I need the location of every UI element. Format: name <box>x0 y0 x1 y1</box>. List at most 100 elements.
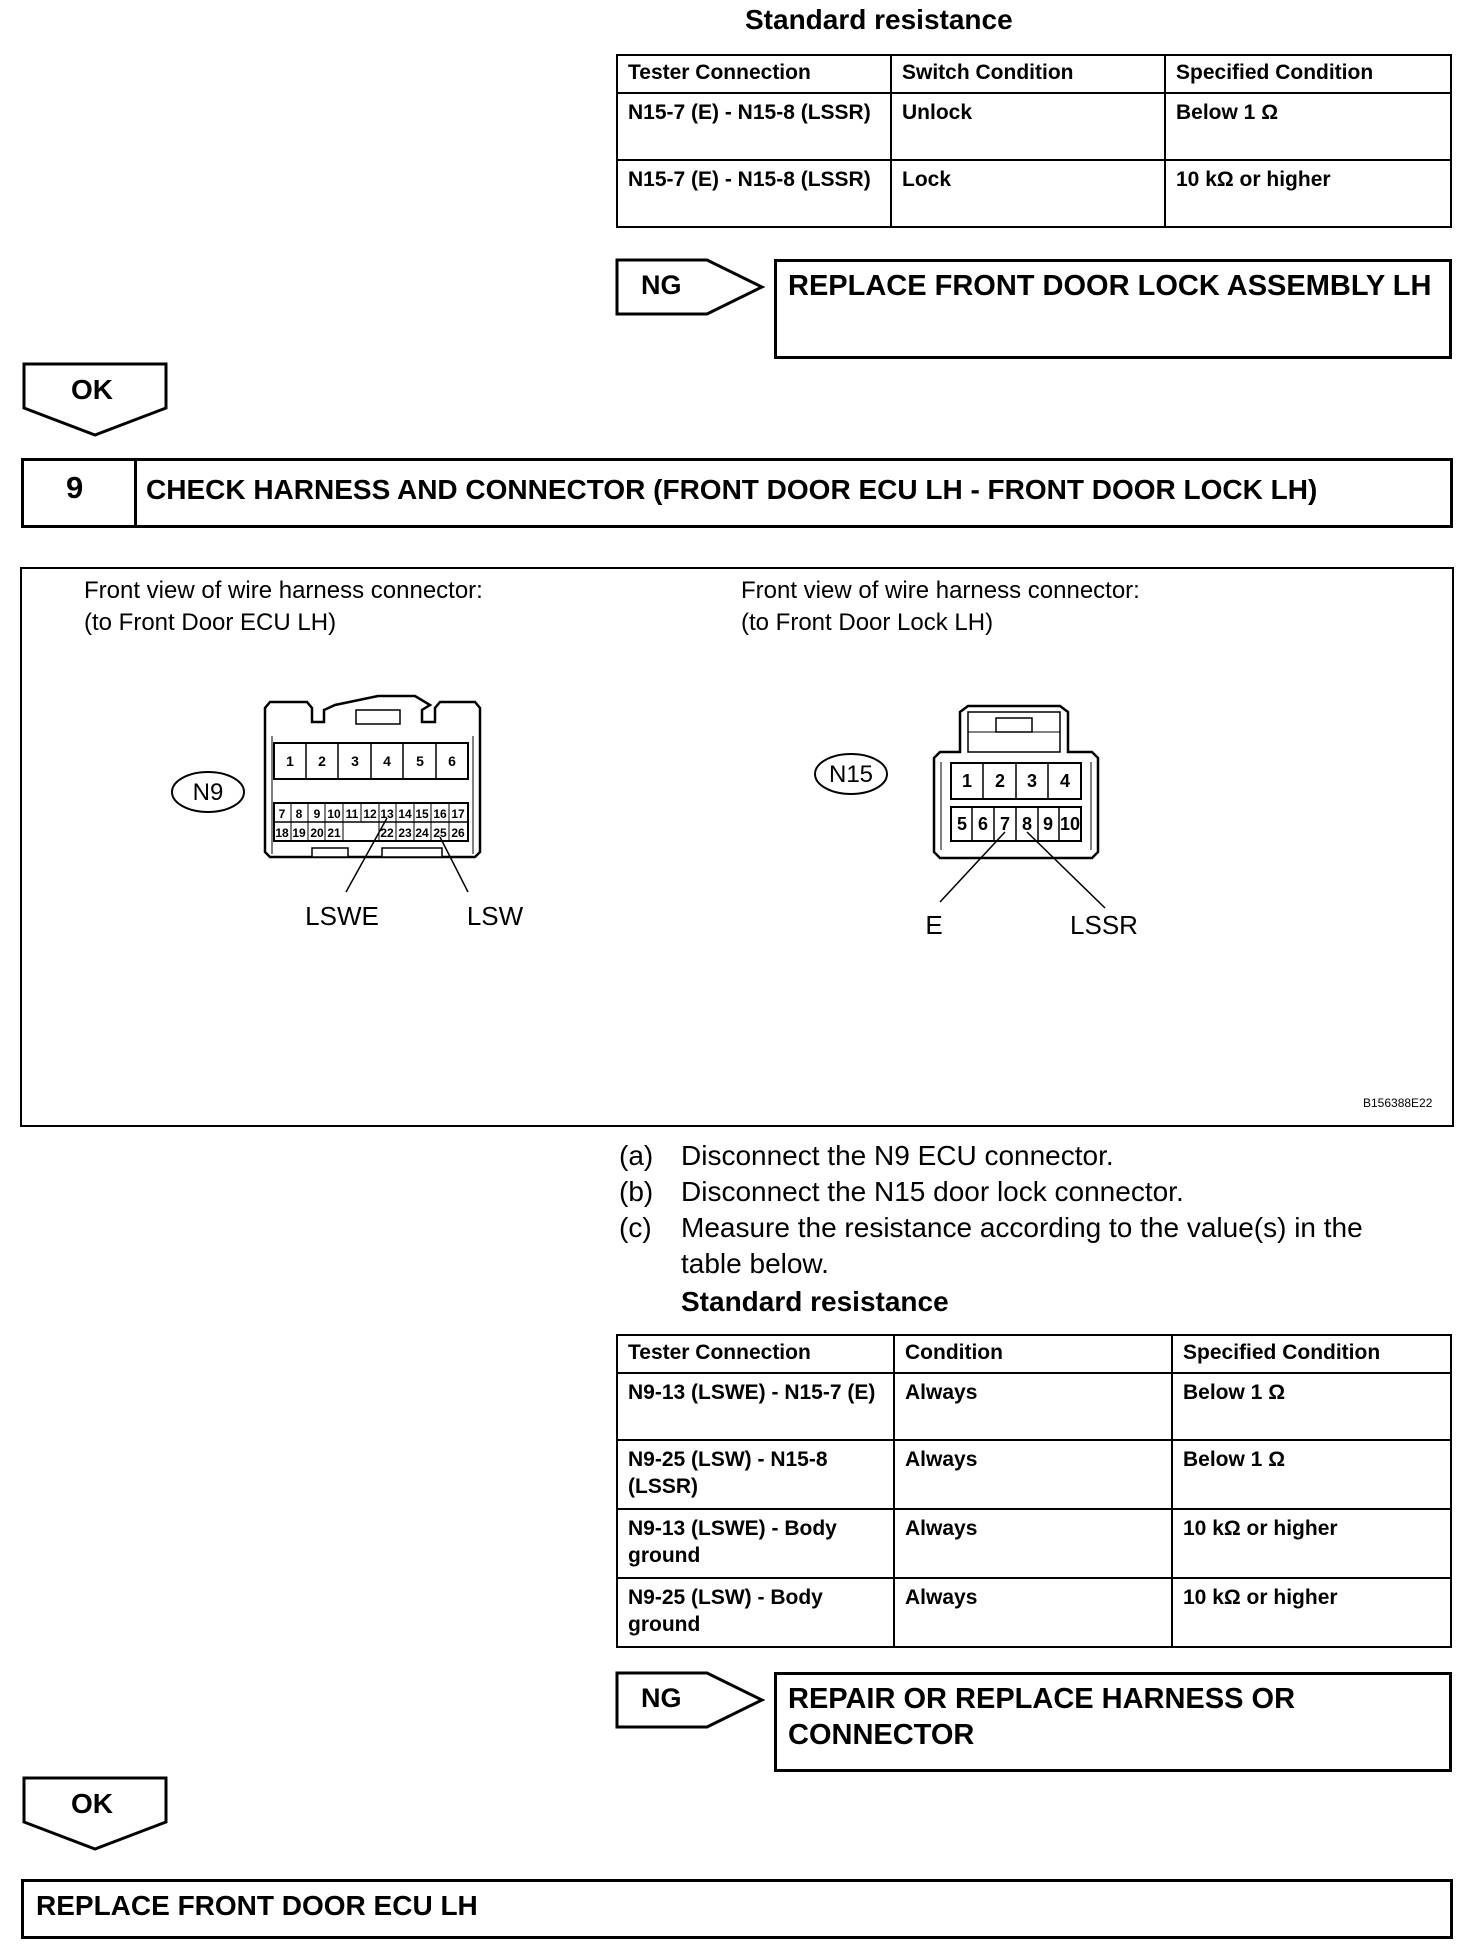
table2-cell: N9-25 (LSW) - N15-8 (LSSR) <box>616 1439 895 1510</box>
resistance-table-1: Tester Connection Switch Condition Speci… <box>616 54 1452 228</box>
table2-cell: N9-13 (LSWE) - N15-7 (E) <box>616 1372 895 1441</box>
step-divider <box>134 461 137 525</box>
pin-label: 5 <box>957 814 967 834</box>
pin-label: 7 <box>1000 814 1010 834</box>
pin-label: 15 <box>415 807 429 821</box>
instruction-text: Disconnect the N15 door lock connector. <box>681 1176 1184 1207</box>
final-action-box: REPLACE FRONT DOOR ECU LH <box>21 1879 1453 1939</box>
pin-label: 24 <box>415 826 429 840</box>
table1-cell: Unlock <box>890 92 1166 161</box>
table1-header-tester: Tester Connection <box>616 54 892 94</box>
connector-n15-top-row: 1 2 3 4 <box>962 763 1070 799</box>
connector-n9-id: N9 <box>193 779 224 806</box>
pin-label: 3 <box>351 753 359 769</box>
connector-n15-label-lssr: LSSR <box>1070 910 1138 940</box>
pin-label: 10 <box>327 807 341 821</box>
pin-label: 11 <box>346 807 359 821</box>
pin-label: 2 <box>318 753 326 769</box>
instruction-label: (a) <box>619 1140 654 1171</box>
ng-result-box-2: REPAIR OR REPLACE HARNESS OR CONNECTOR <box>774 1672 1452 1772</box>
ok-arrow-shape-1 <box>22 362 168 437</box>
pin-label: 6 <box>448 753 456 769</box>
pin-label: 22 <box>380 826 394 840</box>
pin-label: 1 <box>286 753 294 769</box>
ng-label-2: NG <box>641 1683 682 1713</box>
connector-n9-diagram: N9 1 2 3 4 5 6 7 8 9 10 11 12 13 <box>171 694 524 931</box>
instruction-label: (c) <box>619 1212 652 1243</box>
pin-label: 26 <box>451 826 465 840</box>
figure-caption-left: Front view of wire harness connector: (t… <box>84 577 483 636</box>
connector-n9-mid-row: 7 8 9 10 11 12 13 14 15 16 17 <box>279 803 465 822</box>
ok-label-2: OK <box>71 1788 113 1819</box>
pin-label: 17 <box>451 807 465 821</box>
pin-label: 2 <box>995 771 1005 791</box>
instruction-text: Measure the resistance according to the … <box>681 1212 1363 1279</box>
pin-label: 25 <box>433 826 447 840</box>
pin-label: 10 <box>1060 814 1080 834</box>
pin-label: 4 <box>1060 771 1070 791</box>
pin-label: 5 <box>416 753 424 769</box>
pin-label: 9 <box>1043 814 1053 834</box>
connector-figure <box>20 567 1454 1127</box>
table1-cell: Below 1 Ω <box>1164 92 1452 161</box>
table2-header-specified: Specified Condition <box>1171 1334 1452 1374</box>
ng-arrow-shape-1 <box>615 258 765 316</box>
table1-cell: N15-7 (E) - N15-8 (LSSR) <box>616 92 892 161</box>
ng-arrow-shape-2 <box>615 1671 765 1729</box>
table2-cell: Below 1 Ω <box>1171 1439 1452 1510</box>
instruction-item: (b) Disconnect the N15 door lock connect… <box>619 1174 1439 1210</box>
connector-n15-diagram: N15 1 2 3 4 5 6 7 8 9 10 E LSSR <box>814 704 1138 940</box>
table2-cell: Always <box>893 1508 1173 1579</box>
pin-label: 7 <box>279 807 286 821</box>
instruction-item: (a) Disconnect the N9 ECU connector. <box>619 1138 1439 1174</box>
pin-label: 12 <box>363 807 377 821</box>
ng-result-box-1: REPLACE FRONT DOOR LOCK ASSEMBLY LH <box>774 259 1452 359</box>
table2-cell: N9-25 (LSW) - Body ground <box>616 1577 895 1648</box>
table2-cell: Always <box>893 1372 1173 1441</box>
table2-cell: N9-13 (LSWE) - Body ground <box>616 1508 895 1579</box>
connector-n9-id-oval <box>171 771 245 813</box>
pin-label: 20 <box>310 826 324 840</box>
pin-label: 13 <box>380 807 394 821</box>
resistance-table-2: Tester Connection Condition Specified Co… <box>616 1334 1452 1648</box>
table2-cell: 10 kΩ or higher <box>1171 1577 1452 1648</box>
ng-label-1: NG <box>641 270 682 300</box>
connector-n15-bottom-row: 5 6 7 8 9 10 <box>957 807 1080 841</box>
table2-header-tester: Tester Connection <box>616 1334 895 1374</box>
ok-label-1: OK <box>71 374 113 405</box>
table1-cell: 10 kΩ or higher <box>1164 159 1452 228</box>
connector-n15-label-e: E <box>925 910 942 940</box>
table2-cell: Below 1 Ω <box>1171 1372 1452 1441</box>
connector-n9-bottom-row: 18 19 20 21 22 23 24 25 26 <box>275 822 465 841</box>
table2-cell: Always <box>893 1577 1173 1648</box>
connector-n9-label-lsw: LSW <box>467 901 524 931</box>
pin-label: 1 <box>962 771 972 791</box>
connector-n15-id-oval <box>814 753 888 795</box>
table1-header-specified: Specified Condition <box>1164 54 1452 94</box>
pin-label: 4 <box>383 753 391 769</box>
table2-header-condition: Condition <box>893 1334 1173 1374</box>
table1-header-condition: Switch Condition <box>890 54 1166 94</box>
step-title: CHECK HARNESS AND CONNECTOR (FRONT DOOR … <box>146 474 1318 505</box>
table1-cell: N15-7 (E) - N15-8 (LSSR) <box>616 159 892 228</box>
figure-caption-right: Front view of wire harness connector: (t… <box>741 577 1140 636</box>
pin-label: 8 <box>1022 814 1032 834</box>
instruction-item: (c) Measure the resistance according to … <box>619 1210 1439 1282</box>
standard-resistance-title-1: Standard resistance <box>745 4 1013 35</box>
table1-cell: Lock <box>890 159 1166 228</box>
pin-label: 8 <box>296 807 303 821</box>
connector-n9-label-lswe: LSWE <box>305 901 379 931</box>
pin-label: 9 <box>314 807 321 821</box>
table2-cell: Always <box>893 1439 1173 1510</box>
instruction-text: Disconnect the N9 ECU connector. <box>681 1140 1114 1171</box>
standard-resistance-title-2: Standard resistance <box>681 1286 949 1317</box>
step-number: 9 <box>66 470 84 505</box>
pin-label: 14 <box>398 807 412 821</box>
pin-label: 21 <box>327 826 341 840</box>
step-header <box>21 458 1453 528</box>
instruction-list: (a) Disconnect the N9 ECU connector. (b)… <box>619 1138 1439 1282</box>
pin-label: 6 <box>978 814 988 834</box>
connector-n15-id: N15 <box>829 761 873 788</box>
pin-label: 3 <box>1027 771 1037 791</box>
connector-n9-top-row: 1 2 3 4 5 6 <box>286 743 456 779</box>
